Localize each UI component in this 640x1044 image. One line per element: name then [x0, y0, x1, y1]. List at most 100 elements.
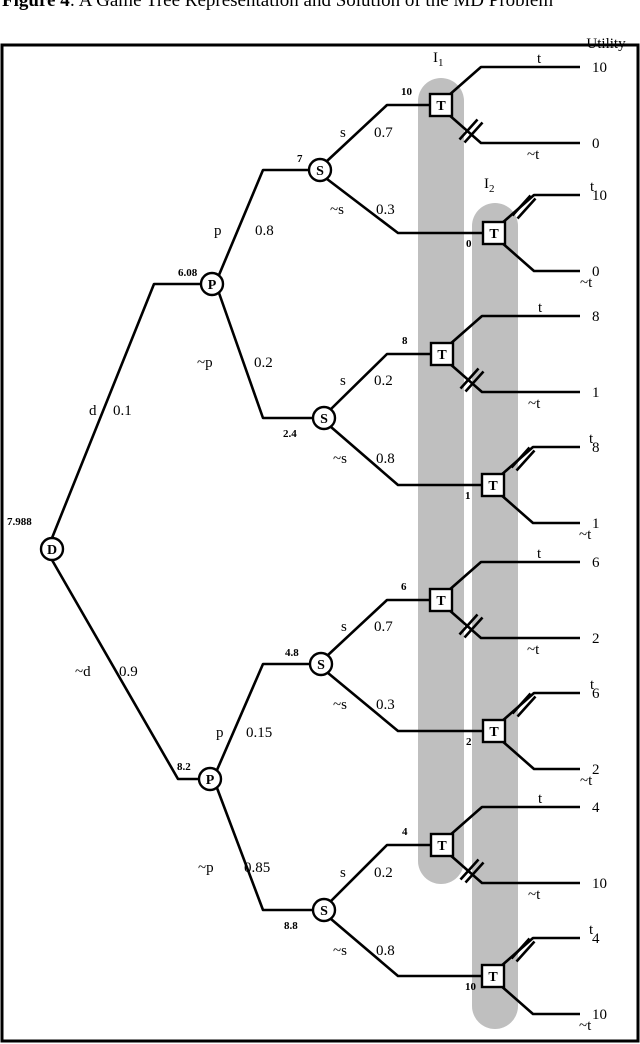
t-node-8-prune-mark [515, 940, 536, 963]
p-node-2-value: 8.2 [177, 761, 191, 773]
t-node-4-branch-not-t [499, 493, 580, 525]
chance-node-p-1 [199, 271, 225, 297]
figure-caption: Figure 4: A Game Tree Representation and… [2, 0, 638, 11]
info-set-2-letter: I [484, 176, 489, 192]
info-set-2-label: I2 [484, 176, 495, 195]
branch-d-prob: 0.1 [113, 403, 132, 419]
t-node-7-branch-t [448, 805, 580, 837]
p-node-1-down-prob: 0.2 [254, 355, 273, 371]
s-node-4-value: 8.8 [284, 920, 298, 932]
s-node-2-up-prob: 0.2 [374, 373, 393, 389]
info-set-1-label: I1 [433, 50, 444, 69]
t-node-5-branch-t [447, 560, 580, 592]
chance-node-p-2 [197, 766, 223, 792]
t-node-6-value: 2 [466, 736, 472, 748]
t-node-3-not-t-label: ~t [528, 396, 541, 412]
chance-node-s-4 [311, 897, 337, 923]
info-set-2-band [472, 203, 518, 1029]
decision-node-t-1-letter: T [436, 99, 446, 114]
t-node-7-utility-t: 4 [592, 800, 600, 816]
chance-node-s-3 [308, 651, 334, 677]
p-node-1-up-prob: 0.8 [255, 223, 274, 239]
root-decision-node-d-letter: D [47, 543, 57, 558]
utility-header: Utility [586, 36, 626, 52]
p-node-1-down-label: ~p [197, 355, 213, 371]
t-node-6-t-label: t [590, 677, 595, 693]
figure-title: : A Game Tree Representation and Solutio… [69, 0, 554, 11]
decision-node-t-6 [481, 718, 507, 744]
t-node-1-prune-mark [458, 118, 479, 141]
t-node-3-utility-not-t: 1 [592, 385, 600, 401]
t-node-4-utility-not-t: 1 [592, 516, 600, 532]
t-node-4-prune-mark [510, 446, 531, 469]
t-node-5-not-t-label: ~t [527, 642, 540, 658]
chance-node-s-4-letter: S [320, 904, 328, 919]
t-node-7-t-label: t [538, 791, 543, 807]
t-node-6-branch-not-t [500, 739, 580, 771]
t-node-3-t-label: t [538, 300, 543, 316]
t-node-6-utility-not-t: 2 [592, 762, 600, 778]
t-node-1-utility-not-t: 0 [592, 136, 600, 152]
branch-d-label: d [89, 403, 97, 419]
decision-node-t-1 [428, 92, 454, 118]
chance-node-s-1-letter: S [316, 164, 324, 179]
branch-not-d-label: ~d [75, 664, 91, 680]
p-node-1-up-label: p [214, 223, 222, 239]
t-node-1-branch-t [447, 65, 580, 97]
root-decision-node-d [39, 536, 65, 562]
t-node-5-utility-not-t: 2 [592, 631, 600, 647]
t-node-2-utility-t: 10 [592, 188, 607, 204]
s-node-2-up-label: s [340, 373, 346, 389]
decision-node-t-8-letter: T [488, 970, 498, 985]
decision-node-t-8 [480, 963, 506, 989]
s-node-1-value: 7 [297, 153, 303, 165]
t-node-2-prune-mark [511, 194, 532, 217]
s-node-3-value: 4.8 [285, 647, 299, 659]
t-node-7-prune-mark [459, 858, 480, 881]
s-node-1-up-prob: 0.7 [374, 125, 393, 141]
t-node-2-t-label: t [590, 179, 595, 195]
s-node-1-down-label: ~s [330, 202, 344, 218]
branch-p-2-up [215, 662, 310, 771]
t-node-4-t-label: t [589, 431, 594, 447]
chance-node-s-1 [307, 157, 333, 183]
decision-node-t-3 [429, 341, 455, 367]
s-node-4-up-label: s [340, 865, 346, 881]
chance-node-s-2-letter: S [320, 412, 328, 427]
s-node-3-down-label: ~s [333, 697, 347, 713]
chance-node-p-2-letter: P [206, 773, 215, 788]
s-node-3-down-prob: 0.3 [376, 697, 395, 713]
decision-node-t-4 [480, 472, 506, 498]
branch-s-3-up [327, 598, 430, 656]
t-node-4-utility-t: 8 [592, 440, 600, 456]
t-node-1-branch-not-t [447, 113, 580, 145]
t-node-4-not-t-label: ~t [579, 527, 592, 543]
s-node-2-down-prob: 0.8 [376, 451, 395, 467]
t-node-5-t-label: t [537, 546, 542, 562]
info-set-2-subscript: 2 [489, 183, 495, 195]
branch-s-2-down [330, 426, 482, 487]
t-node-1-utility-t: 10 [592, 60, 607, 76]
chance-node-s-2 [311, 405, 337, 431]
t-node-1-prune-mark [463, 121, 484, 144]
t-node-6-prune-mark [511, 692, 532, 715]
t-node-8-branch-not-t [499, 984, 580, 1016]
p-node-2-up-prob: 0.15 [246, 725, 272, 741]
node-layer [39, 92, 507, 989]
t-node-4-value: 1 [465, 490, 471, 502]
t-node-2-branch-not-t [500, 241, 580, 273]
info-set-1-band [418, 78, 464, 884]
branch-layer [50, 65, 580, 1016]
decision-node-t-5-letter: T [436, 594, 446, 609]
t-node-7-utility-not-t: 10 [592, 876, 607, 892]
branch-p-2-down [215, 787, 313, 912]
t-node-8-utility-t: 4 [592, 931, 600, 947]
t-node-1-value: 10 [401, 86, 413, 98]
decision-node-t-7 [429, 832, 455, 858]
s-node-3-up-prob: 0.7 [374, 619, 393, 635]
branch-s-1-up [326, 103, 430, 162]
t-node-5-utility-t: 6 [592, 555, 600, 571]
branch-s-1-down [326, 177, 483, 235]
frame-border [0, 43, 640, 1043]
